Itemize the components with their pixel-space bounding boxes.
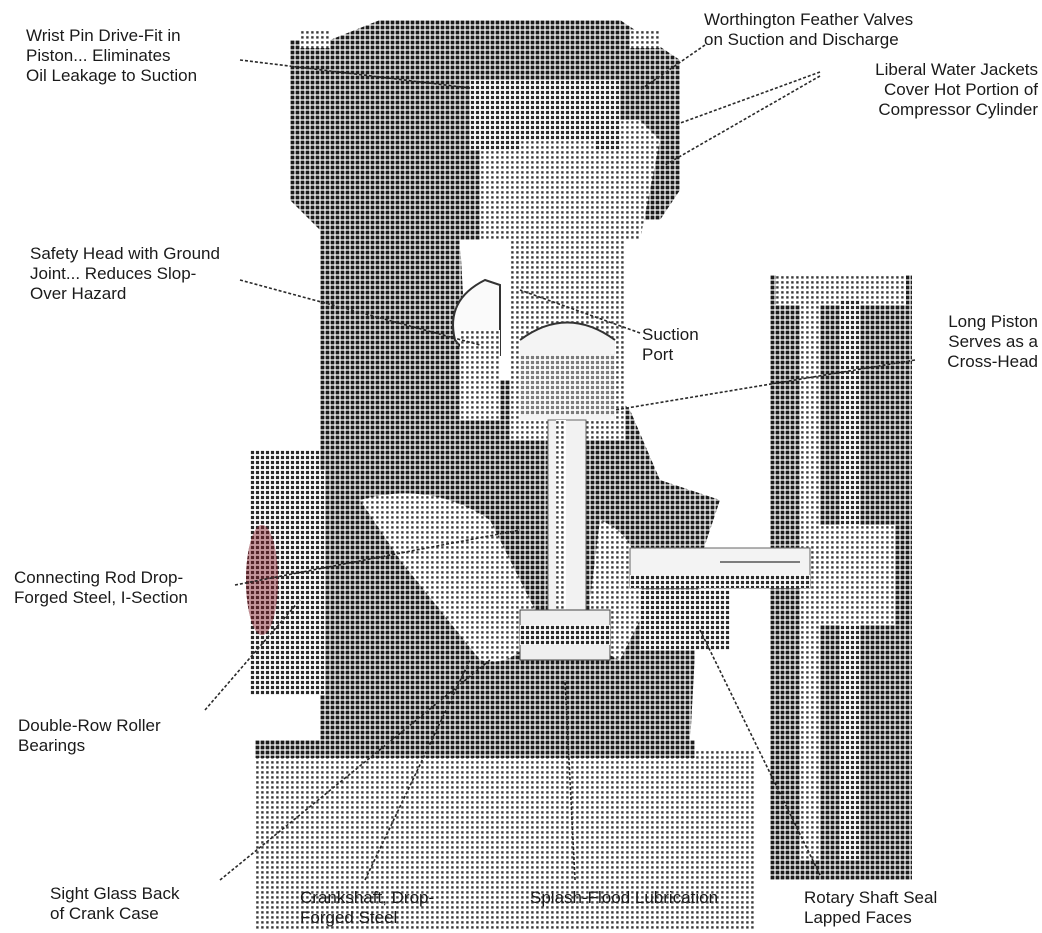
label-lubrication-line-1: Splash-Flood Lubrication xyxy=(530,888,719,907)
leader-crankshaft xyxy=(364,659,471,881)
label-feather-valves-line-1: Worthington Feather Valves xyxy=(704,10,914,29)
label-sight-glass-line-1: Sight Glass Back xyxy=(50,884,180,903)
label-long-piston-line-1: Long Piston xyxy=(948,312,1038,331)
label-suction-port-line-2: Port xyxy=(642,345,674,364)
label-long-piston-line-3: Cross-Head xyxy=(947,352,1038,371)
leader-connecting-rod xyxy=(234,529,521,586)
leader-suction-port xyxy=(519,289,641,334)
label-long-piston-line-2: Serves as a xyxy=(948,332,1038,351)
label-connecting-rod-line-2: Forged Steel, I-Section xyxy=(14,588,188,607)
label-shaft-seal: Rotary Shaft Seal Lapped Faces xyxy=(804,888,937,928)
valve-head-block xyxy=(470,80,620,150)
leader-feather-valves xyxy=(639,44,706,91)
label-water-jackets-line-2: Cover Hot Portion of xyxy=(883,80,1038,99)
leader-water-jacket-1 xyxy=(674,71,821,126)
connecting-rod xyxy=(547,419,587,621)
connecting-rod-shade xyxy=(556,420,566,620)
head-bolt-right xyxy=(630,30,660,48)
label-safety-head-line-1: Safety Head with Ground xyxy=(30,244,220,263)
label-safety-head-line-2: Joint... Reduces Slop- xyxy=(30,264,197,283)
label-connecting-rod-line-1: Connecting Rod Drop- xyxy=(14,568,184,587)
label-roller-bearings-line-2: Bearings xyxy=(18,736,86,755)
label-roller-bearings: Double-Row Roller Bearings xyxy=(18,716,161,756)
label-wrist-pin-line-1: Wrist Pin Drive-Fit in xyxy=(26,26,181,45)
leader-safety-head xyxy=(239,279,481,346)
label-crankshaft-line-1: Crankshaft, Drop- xyxy=(300,888,435,907)
head-bolt-left xyxy=(300,30,330,48)
crank-web-left xyxy=(360,493,540,662)
leader-lines xyxy=(204,44,916,881)
label-shaft-seal-line-2: Lapped Faces xyxy=(804,908,912,927)
shaft-seal-housing xyxy=(640,590,730,650)
piston-crown-outline xyxy=(519,321,616,341)
label-feather-valves-line-2: on Suction and Discharge xyxy=(704,30,899,49)
label-safety-head-line-3: Over Hazard xyxy=(30,284,127,303)
leader-sight-glass xyxy=(219,659,491,881)
label-wrist-pin-line-3: Oil Leakage to Suction xyxy=(26,66,198,85)
label-safety-head: Safety Head with Ground Joint... Reduces… xyxy=(30,244,220,304)
base-block xyxy=(255,750,755,930)
label-connecting-rod: Connecting Rod Drop- Forged Steel, I-Sec… xyxy=(14,568,188,608)
label-water-jackets: Liberal Water Jackets Cover Hot Portion … xyxy=(875,60,1038,120)
label-wrist-pin-line-2: Piston... Eliminates xyxy=(26,46,171,65)
crank-pin-shade xyxy=(520,625,610,645)
label-feather-valves: Worthington Feather Valves on Suction an… xyxy=(704,10,913,50)
flywheel-hub xyxy=(815,525,895,625)
label-water-jackets-line-3: Compressor Cylinder xyxy=(878,100,1038,119)
label-crankshaft: Crankshaft, Drop- Forged Steel xyxy=(300,888,434,928)
label-suction-port-line-1: Suction xyxy=(642,325,699,344)
label-crankshaft-line-2: Forged Steel xyxy=(300,908,398,927)
label-suction-port: Suction Port xyxy=(642,325,699,365)
label-lubrication: Splash-Flood Lubrication xyxy=(530,888,718,908)
label-roller-bearings-line-1: Double-Row Roller xyxy=(18,716,161,735)
leader-shaft-seal xyxy=(699,629,821,876)
label-long-piston: Long Piston Serves as a Cross-Head xyxy=(947,312,1038,372)
label-wrist-pin: Wrist Pin Drive-Fit in Piston... Elimina… xyxy=(26,26,197,86)
leader-wrist-pin xyxy=(239,59,471,89)
leader-roller-bearings xyxy=(204,599,301,711)
crankshaft-shade xyxy=(630,575,810,588)
label-water-jackets-line-1: Liberal Water Jackets xyxy=(875,60,1038,79)
label-sight-glass-line-2: of Crank Case xyxy=(50,904,159,923)
leader-long-piston xyxy=(614,359,916,411)
piston-skirt xyxy=(520,355,615,415)
safety-head xyxy=(460,330,500,420)
label-shaft-seal-line-1: Rotary Shaft Seal xyxy=(804,888,938,907)
leader-lubrication xyxy=(564,679,576,881)
label-sight-glass: Sight Glass Back of Crank Case xyxy=(50,884,179,924)
